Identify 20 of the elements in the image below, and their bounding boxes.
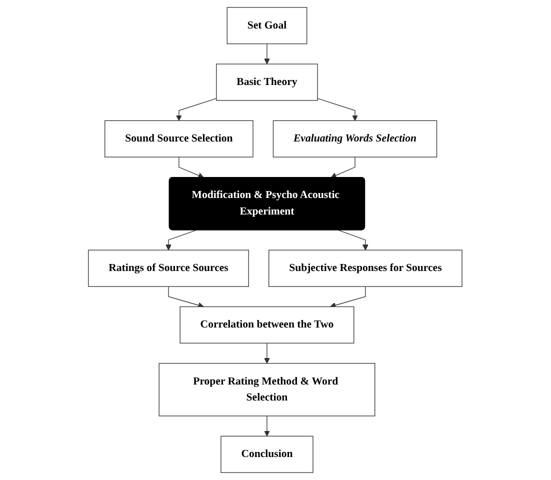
node-box: Set Goal bbox=[227, 7, 308, 44]
node-box: Ratings of Source Sources bbox=[88, 250, 250, 287]
arrow bbox=[330, 156, 356, 178]
arrow bbox=[264, 43, 270, 64]
node-box: Conclusion bbox=[220, 436, 314, 473]
arrow bbox=[264, 342, 270, 364]
arrow bbox=[330, 286, 366, 308]
node-box: Subjective Responses for Sources bbox=[268, 250, 463, 287]
arrow bbox=[317, 98, 358, 121]
node-box: Basic Theory bbox=[216, 64, 318, 101]
node-box: Correlation between the Two bbox=[180, 306, 354, 344]
arrow bbox=[338, 230, 369, 250]
node-box: Evaluating Words Selection bbox=[273, 120, 438, 158]
arrow bbox=[166, 230, 197, 250]
node-box: Sound Source Selection bbox=[104, 120, 254, 158]
arrow bbox=[176, 98, 218, 121]
arrow bbox=[178, 156, 204, 178]
arrow bbox=[264, 416, 270, 436]
node-box: Proper Rating Method & Word Selection bbox=[159, 363, 376, 416]
arrow bbox=[168, 286, 204, 308]
